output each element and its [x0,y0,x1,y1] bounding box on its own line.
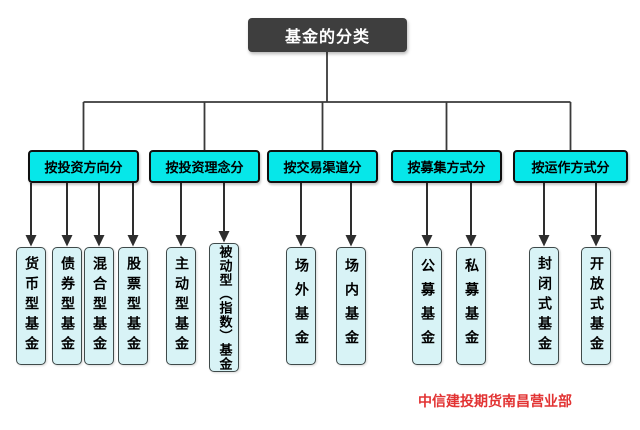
leaf-node: 场内基金 [336,247,366,365]
branch-node-trading-channel: 按交易渠道分 [267,150,378,183]
leaf-node: 主动型基金 [166,247,196,365]
branding-text: 中信建投期货南昌营业部 [418,394,572,410]
leaf-node: 私募基金 [456,247,486,365]
root-node-label: 基金的分类 [284,27,370,46]
arrow-shafts [30,183,597,236]
branch-label: 按投资理念分 [165,161,244,176]
leaf-node: 被动型（指数）基金 [209,243,239,372]
leaf-label: 公募基金 [419,258,435,354]
leaf-node: 货币型基金 [16,247,46,365]
branch-node-investment-direction: 按投资方向分 [28,150,139,183]
leaf-label: 货币型基金 [23,256,39,356]
leaf-node: 股票型基金 [118,247,148,365]
root-node: 基金的分类 [248,18,407,52]
leaf-node: 开放式基金 [581,247,611,365]
branch-node-fundraising-method: 按募集方式分 [391,150,502,183]
branch-node-operation-method: 按运作方式分 [513,150,628,183]
leaf-node: 公募基金 [412,247,442,365]
branch-lines [82,52,572,150]
leaf-node: 封闭式基金 [529,247,559,365]
leaf-label: 主动型基金 [173,256,189,356]
leaf-label: 场外基金 [293,258,309,354]
branch-label: 按投资方向分 [44,161,123,176]
arrow-down-icon [25,231,602,247]
leaf-label: 开放式基金 [588,256,604,356]
leaf-label: 混合型基金 [91,256,107,356]
leaf-label: 债券型基金 [59,256,75,356]
branch-label: 按募集方式分 [407,161,486,176]
branch-node-investment-philosophy: 按投资理念分 [149,150,260,183]
leaf-node: 债券型基金 [52,247,82,365]
branch-label: 按交易渠道分 [283,161,362,176]
leaf-label: 场内基金 [343,258,359,354]
leaf-label: 封闭式基金 [536,256,552,356]
leaf-node: 混合型基金 [84,247,114,365]
leaf-node: 场外基金 [286,247,316,365]
leaf-label: 私募基金 [463,258,479,354]
branch-label: 按运作方式分 [531,161,610,176]
leaf-label: 被动型（指数）基金 [216,244,232,371]
leaf-label: 股票型基金 [125,256,141,356]
